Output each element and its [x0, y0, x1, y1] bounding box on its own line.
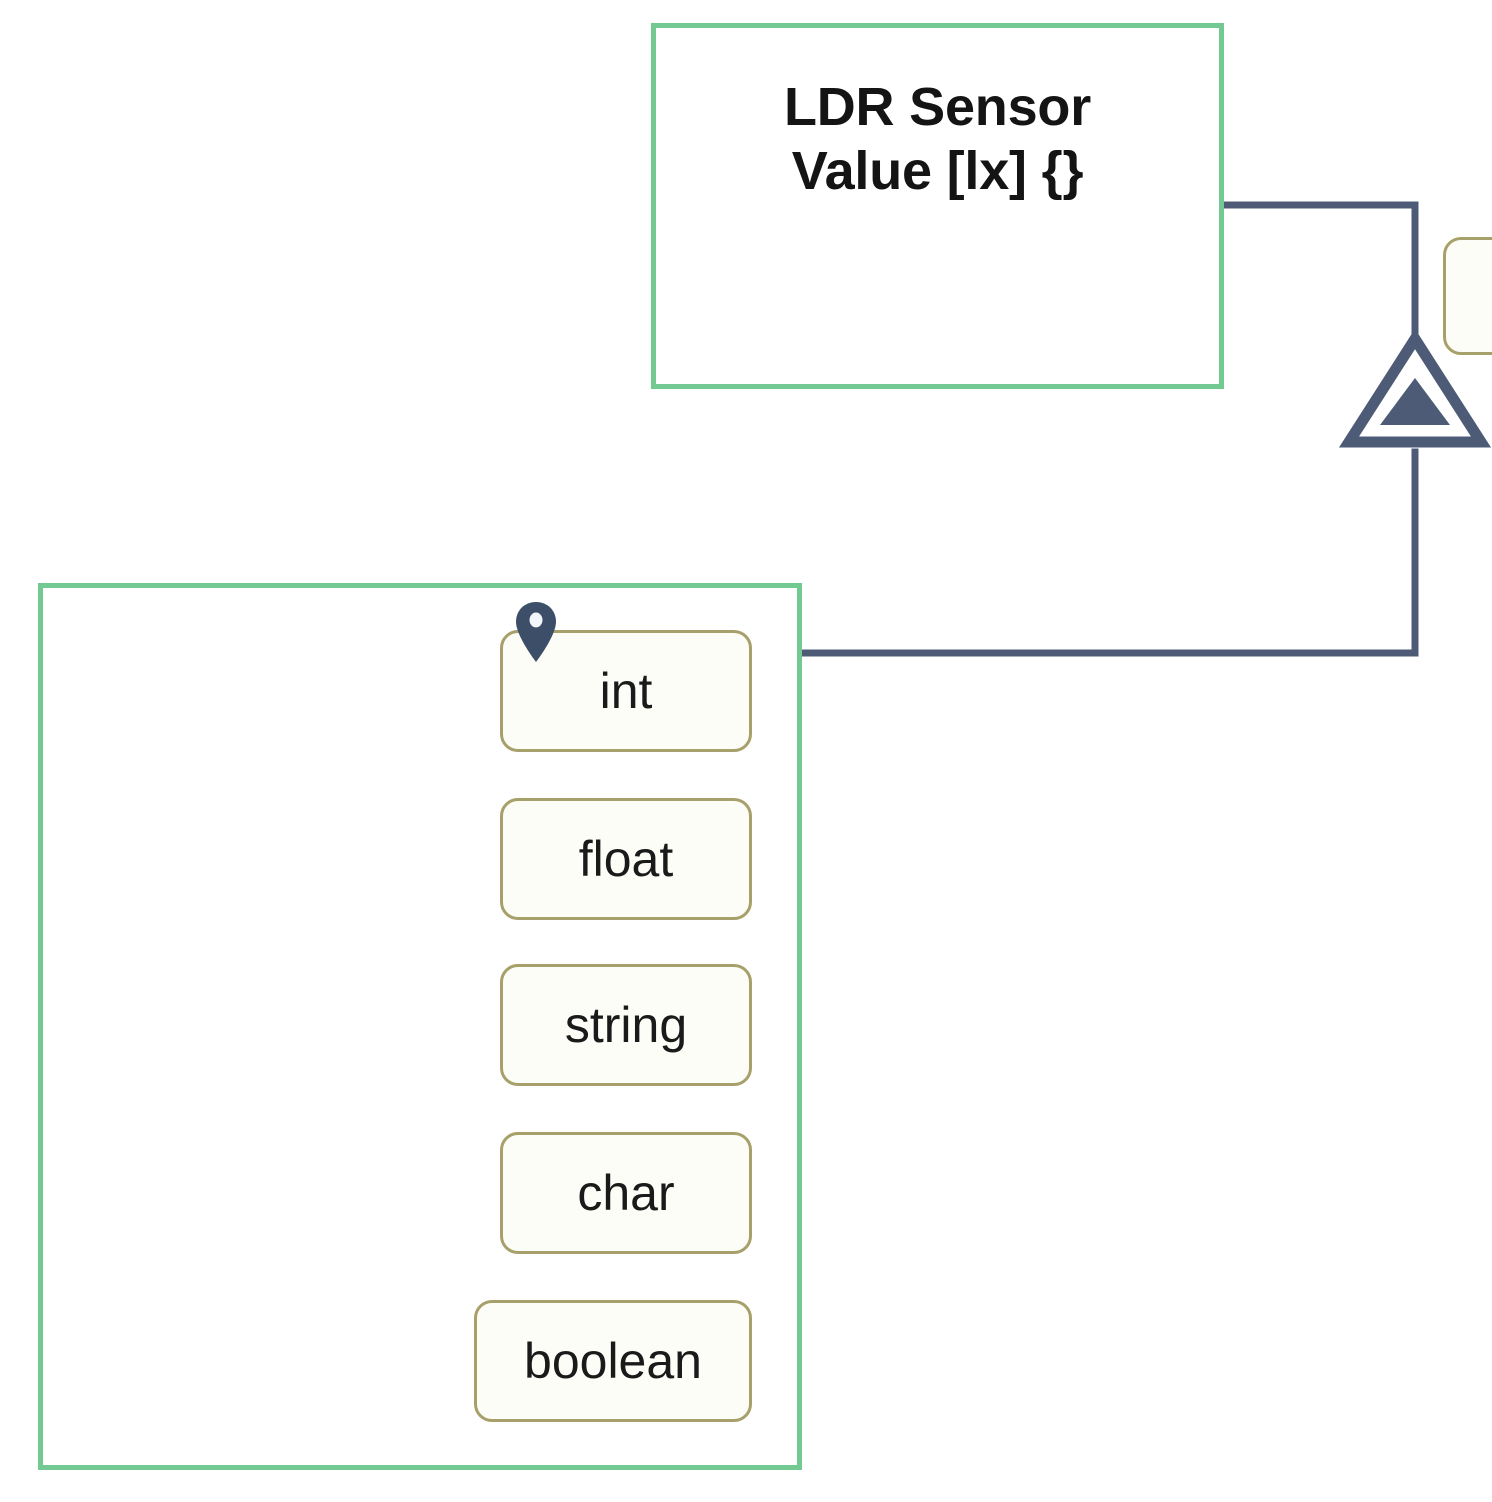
type-item-float[interactable]: float	[500, 798, 752, 920]
connector-path-upper	[1218, 201, 1419, 344]
map-pin-icon	[516, 602, 556, 662]
ldr-block-title: LDR Sensor Value [lx] {}	[783, 77, 1092, 201]
block-ldr-sensor-value[interactable]: LDR Sensor Value [lx] {} [0..1000]	[651, 23, 1492, 389]
type-item-int[interactable]: int	[500, 630, 752, 752]
type-item-string[interactable]: string	[500, 964, 752, 1086]
connector-path-lower	[797, 448, 1419, 657]
type-item-boolean[interactable]: boolean	[474, 1300, 752, 1422]
type-item-char[interactable]: char	[500, 1132, 752, 1254]
triangle-arrow-icon-fill	[1380, 378, 1450, 425]
map-pin-hole	[529, 612, 543, 628]
ldr-value-range-pill[interactable]: [0..1000]	[1443, 237, 1492, 355]
map-pin-body	[516, 602, 556, 662]
